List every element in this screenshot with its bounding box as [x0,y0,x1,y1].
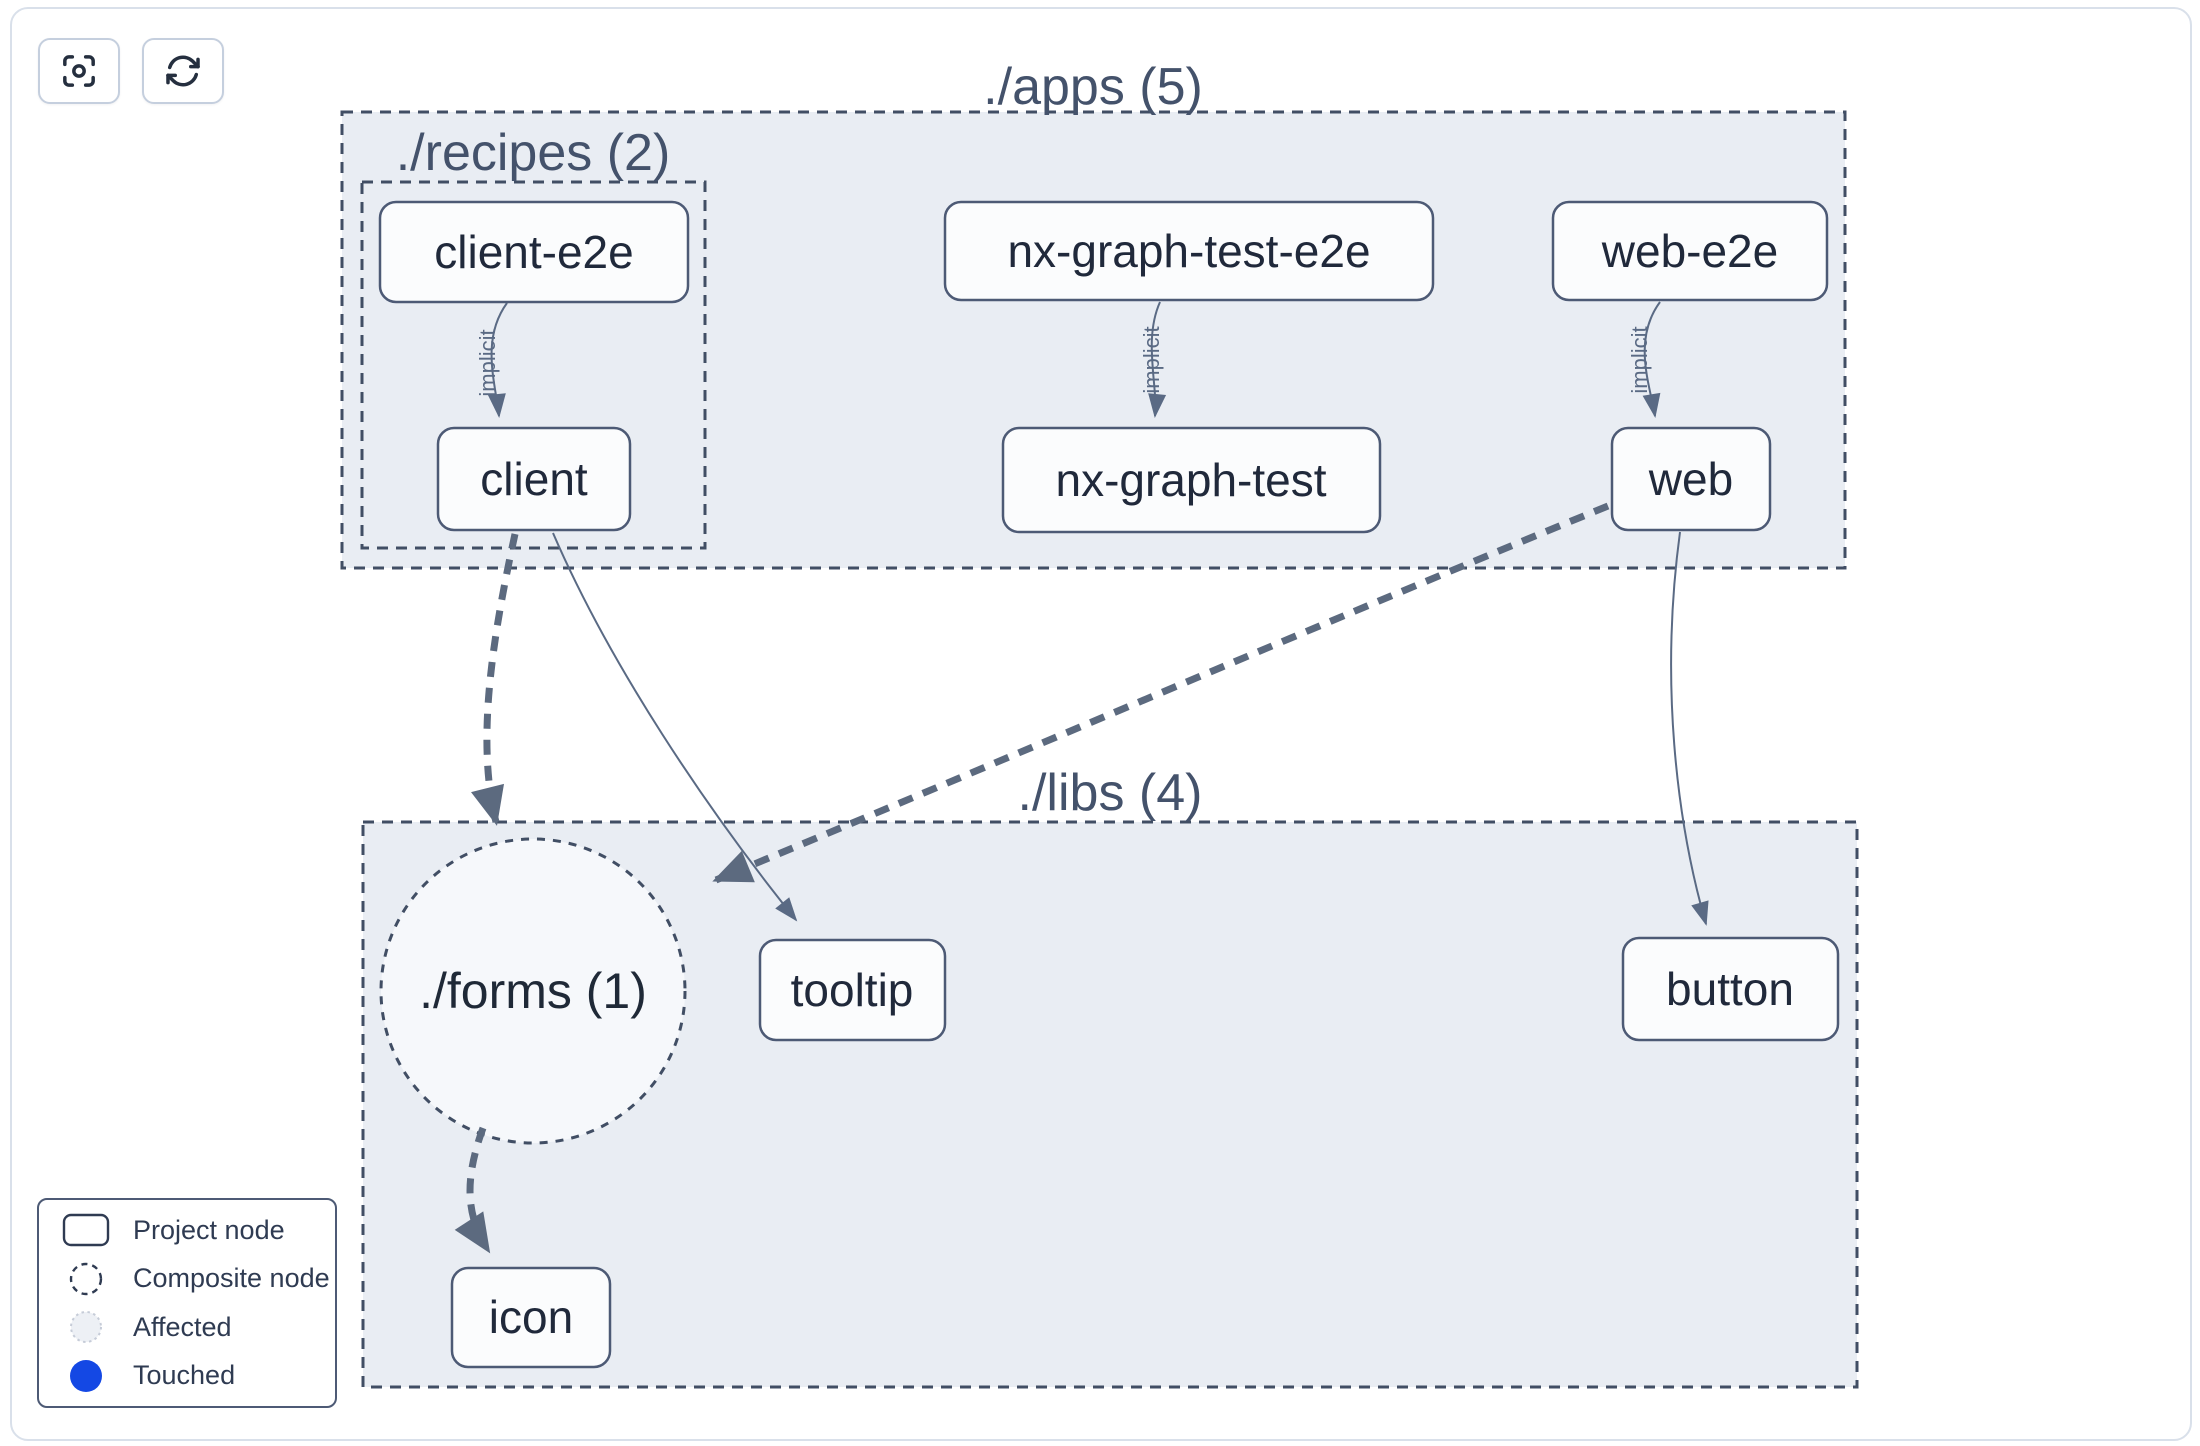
node-icon[interactable]: icon [450,1266,612,1369]
affected-swatch-icon [70,1311,102,1344]
svg-text:icon: icon [489,1291,573,1343]
edge-forms-to-icon[interactable] [454,1126,491,1254]
group-libs-title: ./libs (4) [1018,764,1203,822]
refresh-button[interactable] [142,38,224,104]
node-client-e2e[interactable]: client-e2e [378,200,690,304]
legend-item-affected: Affected [39,1304,335,1350]
touched-swatch-icon [70,1359,102,1392]
composite-node-swatch-icon [69,1262,103,1295]
edge-web-to-button[interactable] [1670,531,1709,926]
node-client[interactable]: client [436,426,632,532]
focus-button[interactable] [38,38,120,104]
refresh-icon [166,55,200,87]
legend-label: Composite node [133,1263,330,1294]
legend-item-project-node: Project node [39,1207,335,1253]
node-nx-graph-test[interactable]: nx-graph-test [1001,426,1382,534]
svg-text:nx-graph-test-e2e: nx-graph-test-e2e [1007,225,1370,277]
viewfinder-icon [63,55,95,87]
svg-text:client: client [480,453,588,505]
legend-label: Touched [133,1360,236,1391]
edge-client-e2e-to-client[interactable]: implicit [475,302,508,418]
edge-web-e2e-to-web[interactable]: implicit [1627,301,1661,418]
node-web[interactable]: web [1610,426,1772,532]
svg-text:nx-graph-test: nx-graph-test [1055,454,1326,506]
edge-web-to-forms[interactable] [712,502,1610,884]
composite-node-forms[interactable]: ./forms (1) [379,837,687,1145]
legend-label: Affected [133,1311,232,1342]
edge-client-to-forms[interactable] [471,533,519,826]
project-node-swatch-icon [62,1214,110,1247]
edge-nx-graph-test-e2e-to-nx-graph-test[interactable]: implicit [1139,301,1167,418]
legend-label: Project node [133,1214,285,1245]
node-button[interactable]: button [1621,936,1840,1042]
svg-text:button: button [1666,963,1794,1015]
edge-client-to-tooltip[interactable] [552,532,798,922]
svg-text:tooltip: tooltip [791,964,914,1016]
svg-text:web: web [1648,453,1733,505]
graph-toolbar [38,38,224,104]
composite-node-forms-label: ./forms (1) [419,963,647,1019]
node-web-e2e[interactable]: web-e2e [1551,200,1829,302]
svg-text:client-e2e: client-e2e [434,226,633,278]
affected-swatch-fill [70,1311,102,1344]
group-recipes-title: ./recipes (2) [396,124,671,182]
node-nx-graph-test-e2e[interactable]: nx-graph-test-e2e [943,200,1435,302]
edge-label-implicit: implicit [475,329,500,396]
svg-text:web-e2e: web-e2e [1601,225,1778,277]
legend-item-touched: Touched [39,1353,335,1399]
graph-legend: Project node Composite node Affected Tou… [37,1198,337,1408]
group-apps-title: ./apps (5) [983,58,1203,116]
node-tooltip[interactable]: tooltip [758,938,947,1042]
legend-item-composite-node: Composite node [39,1256,335,1302]
touched-swatch-fill [70,1359,102,1392]
